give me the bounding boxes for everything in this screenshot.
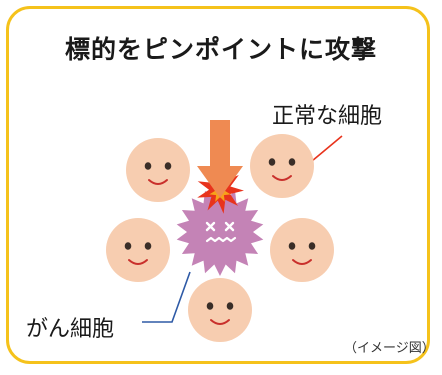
title: 標的をピンポイントに攻撃	[64, 35, 377, 64]
healthy-cell-bottom	[188, 278, 252, 342]
dizzy-cancer-cell-icon	[176, 188, 264, 276]
cancer-cell-pointer	[142, 271, 191, 323]
cancer-cell-label: がん細胞	[26, 317, 115, 342]
normal-cell-label: 正常な細胞	[272, 104, 383, 129]
healthy-cell-top-right	[250, 134, 314, 198]
healthy-cell-mid-right	[270, 218, 334, 282]
healthy-cell-mid-left	[106, 218, 170, 282]
healthy-cell-top-left	[126, 138, 190, 202]
down-arrow-icon	[197, 120, 243, 198]
illustration-note: （イメージ図）	[344, 341, 435, 356]
